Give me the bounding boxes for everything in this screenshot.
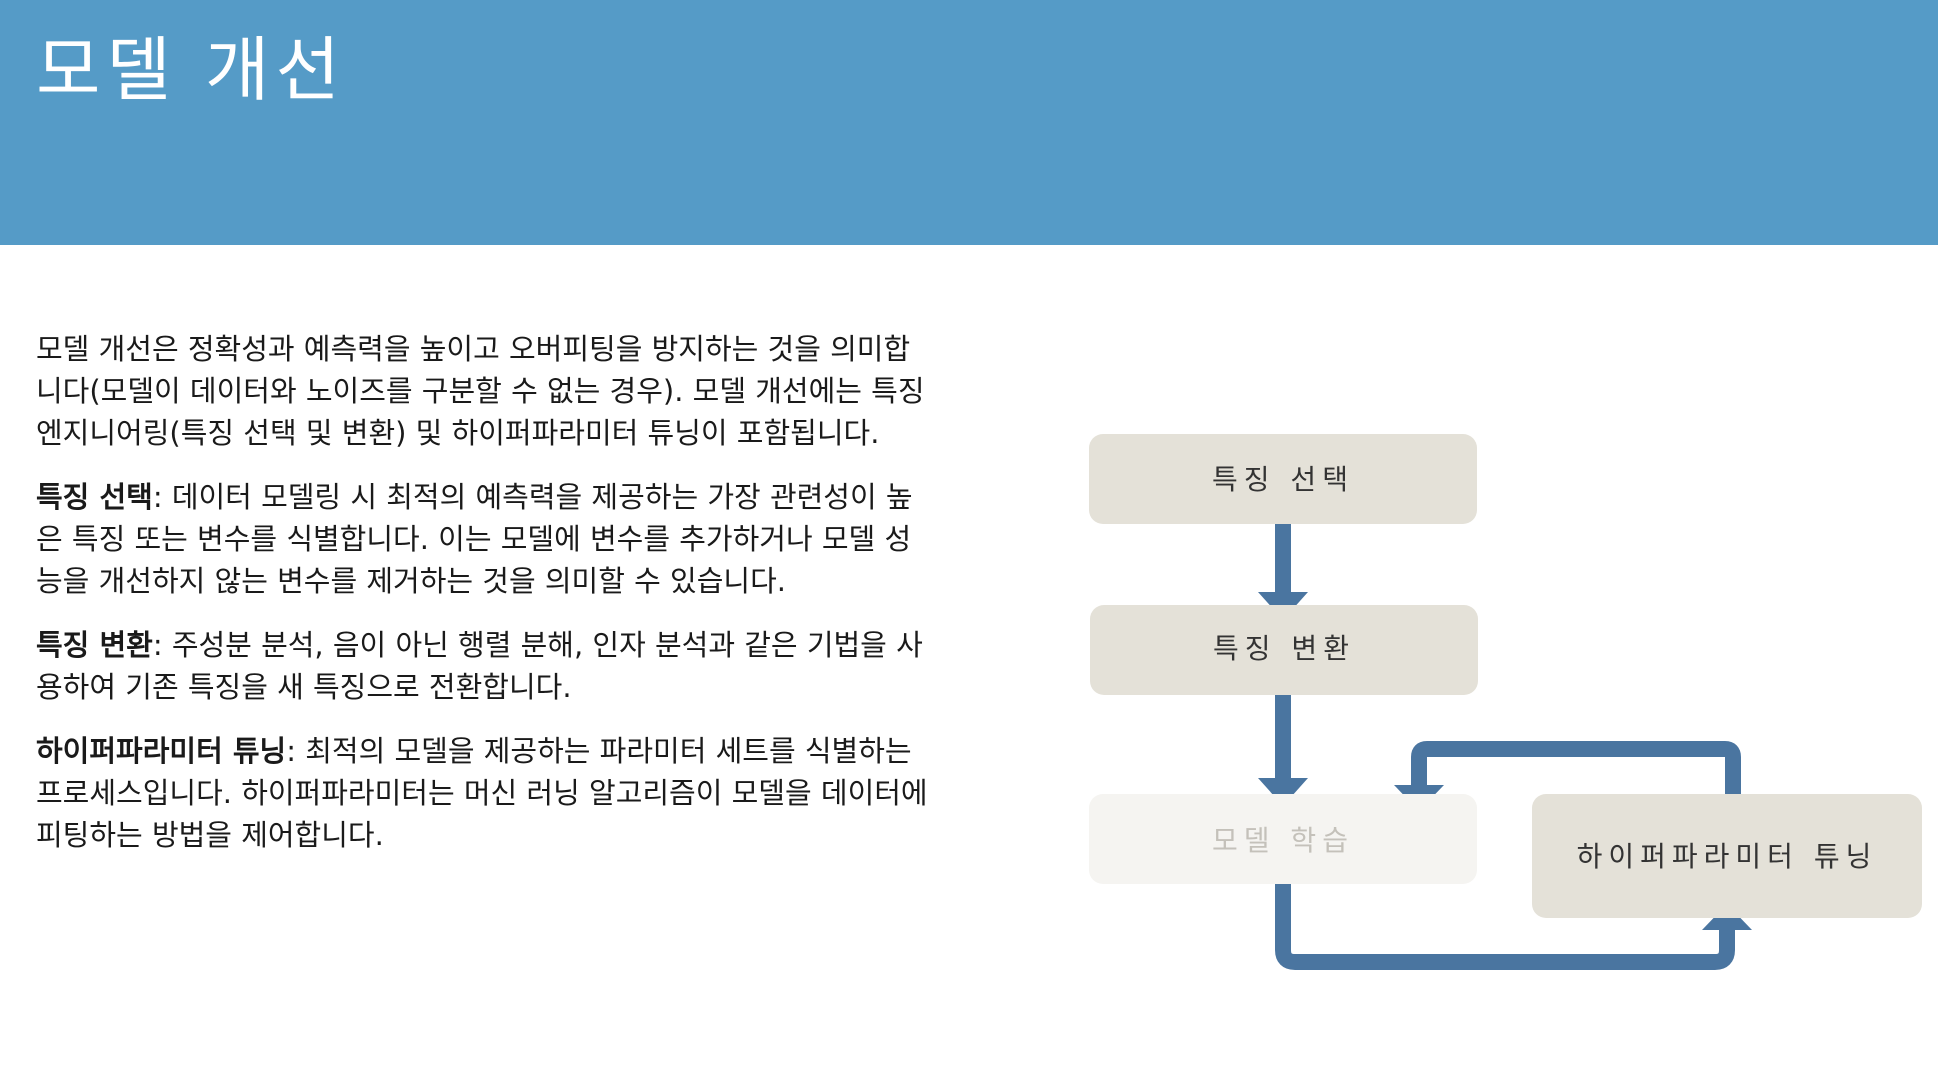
- section-term: 하이퍼파라미터 튜닝: [36, 734, 287, 768]
- node-label: 특징 변환: [1213, 632, 1355, 665]
- header-band: [0, 0, 1938, 245]
- node-model-training: 모델 학습: [1089, 794, 1477, 884]
- section-text: : 최적의 모델을 제공하는 파라미터 세트를 식별하는 프로세스입니다. 하이…: [36, 734, 928, 852]
- body-text: 모델 개선은 정확성과 예측력을 높이고 오버피팅을 방지하는 것을 의미합니다…: [36, 328, 936, 878]
- section-text: : 데이터 모델링 시 최적의 예측력을 제공하는 가장 관련성이 높은 특징 …: [36, 480, 913, 598]
- node-label: 특징 선택: [1212, 463, 1354, 496]
- intro-paragraph: 모델 개선은 정확성과 예측력을 높이고 오버피팅을 방지하는 것을 의미합니다…: [36, 332, 925, 450]
- node-label: 모델 학습: [1212, 824, 1354, 857]
- section-feature-selection: 특징 선택: 데이터 모델링 시 최적의 예측력을 제공하는 가장 관련성이 높…: [36, 476, 936, 602]
- section-text: : 주성분 분석, 음이 아닌 행렬 분해, 인자 분석과 같은 기법을 사용하…: [36, 628, 923, 704]
- node-hyperparameter-tuning: 하이퍼파라미터 튜닝: [1532, 794, 1922, 918]
- arrow-transform-to-training: [1258, 694, 1308, 806]
- section-term: 특징 선택: [36, 480, 153, 514]
- arrow-training-to-tuning: [1275, 880, 1735, 970]
- section-feature-transform: 특징 변환: 주성분 분석, 음이 아닌 행렬 분해, 인자 분석과 같은 기법…: [36, 624, 936, 708]
- arrow-tuning-to-training: [1411, 741, 1741, 794]
- section-hyperparameter-tuning: 하이퍼파라미터 튜닝: 최적의 모델을 제공하는 파라미터 세트를 식별하는 프…: [36, 730, 936, 856]
- page-title: 모델 개선: [36, 29, 346, 111]
- node-feature-transform: 특징 변환: [1090, 605, 1478, 695]
- node-feature-selection: 특징 선택: [1089, 434, 1477, 524]
- node-label: 하이퍼파라미터 튜닝: [1577, 840, 1878, 873]
- section-term: 특징 변환: [36, 628, 153, 662]
